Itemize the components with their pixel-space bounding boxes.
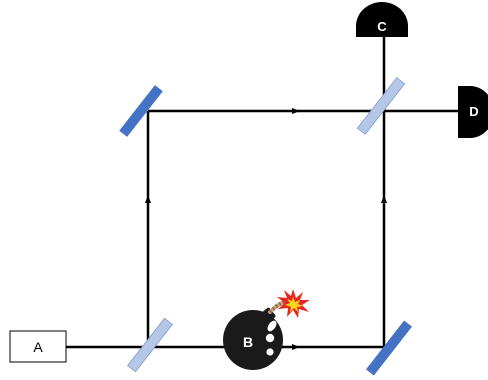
detector-c-label: C <box>377 19 387 34</box>
bomb-highlight <box>267 320 277 332</box>
mirror-bottom-right <box>365 320 413 376</box>
spark-icon <box>277 289 310 318</box>
direction-arrows <box>145 108 387 350</box>
detector-c: C <box>356 2 408 37</box>
detector-d-label: D <box>469 104 478 119</box>
bomb-b: B <box>223 289 310 370</box>
source-box <box>9 330 67 363</box>
arrow-right-bottom-icon <box>292 344 300 350</box>
beam-splitter-bottom-left <box>127 317 173 373</box>
source-label: A <box>33 339 43 355</box>
detector-d-icon <box>458 86 488 138</box>
detector-c-icon <box>356 2 408 37</box>
source-a: A <box>9 330 67 363</box>
arrow-up-left-icon <box>145 195 151 203</box>
bomb-label: B <box>243 334 253 350</box>
arrow-up-right-icon <box>381 195 387 203</box>
mirror-top-left <box>119 85 163 137</box>
detector-d: D <box>458 86 488 138</box>
arrow-right-top-icon <box>292 108 300 114</box>
bomb-body <box>223 310 283 370</box>
beam-splitter-top-right <box>356 77 406 135</box>
